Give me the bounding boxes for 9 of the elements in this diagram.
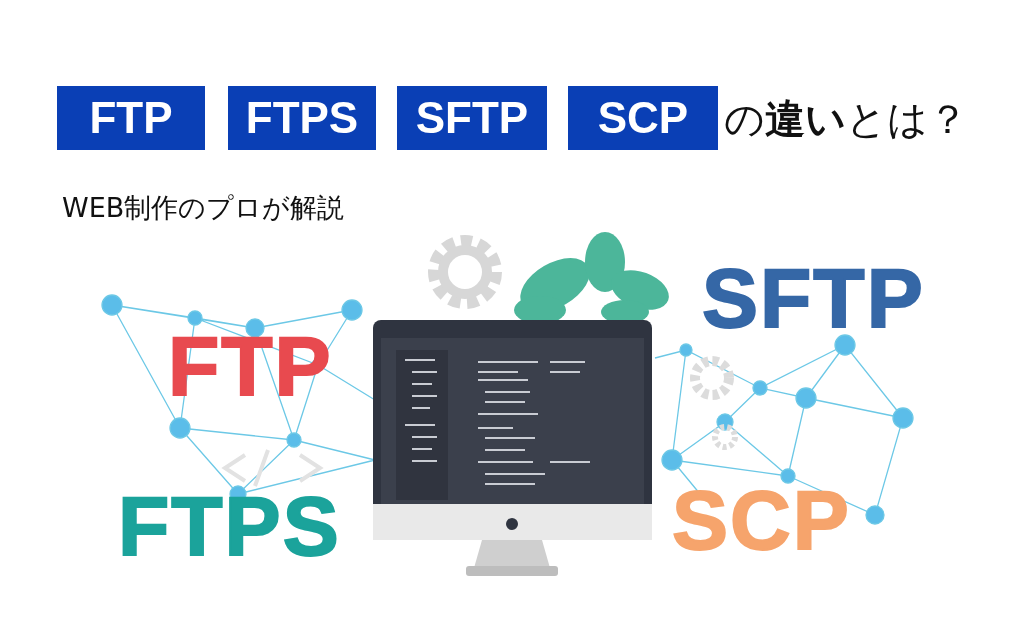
title-keyword-box: FTPS bbox=[228, 86, 376, 150]
protocol-label: FTPS bbox=[118, 478, 341, 575]
title-keyword-box: SCP bbox=[568, 86, 718, 150]
title-text: の違いとは？ bbox=[724, 95, 968, 144]
title-keyword-box: SFTP bbox=[397, 86, 547, 150]
title-keyword-box: FTP bbox=[57, 86, 205, 150]
protocol-label: SCP bbox=[672, 472, 851, 569]
subtitle-text: WEB制作のプロが解説 bbox=[62, 191, 345, 225]
protocol-label: SFTP bbox=[702, 250, 925, 347]
